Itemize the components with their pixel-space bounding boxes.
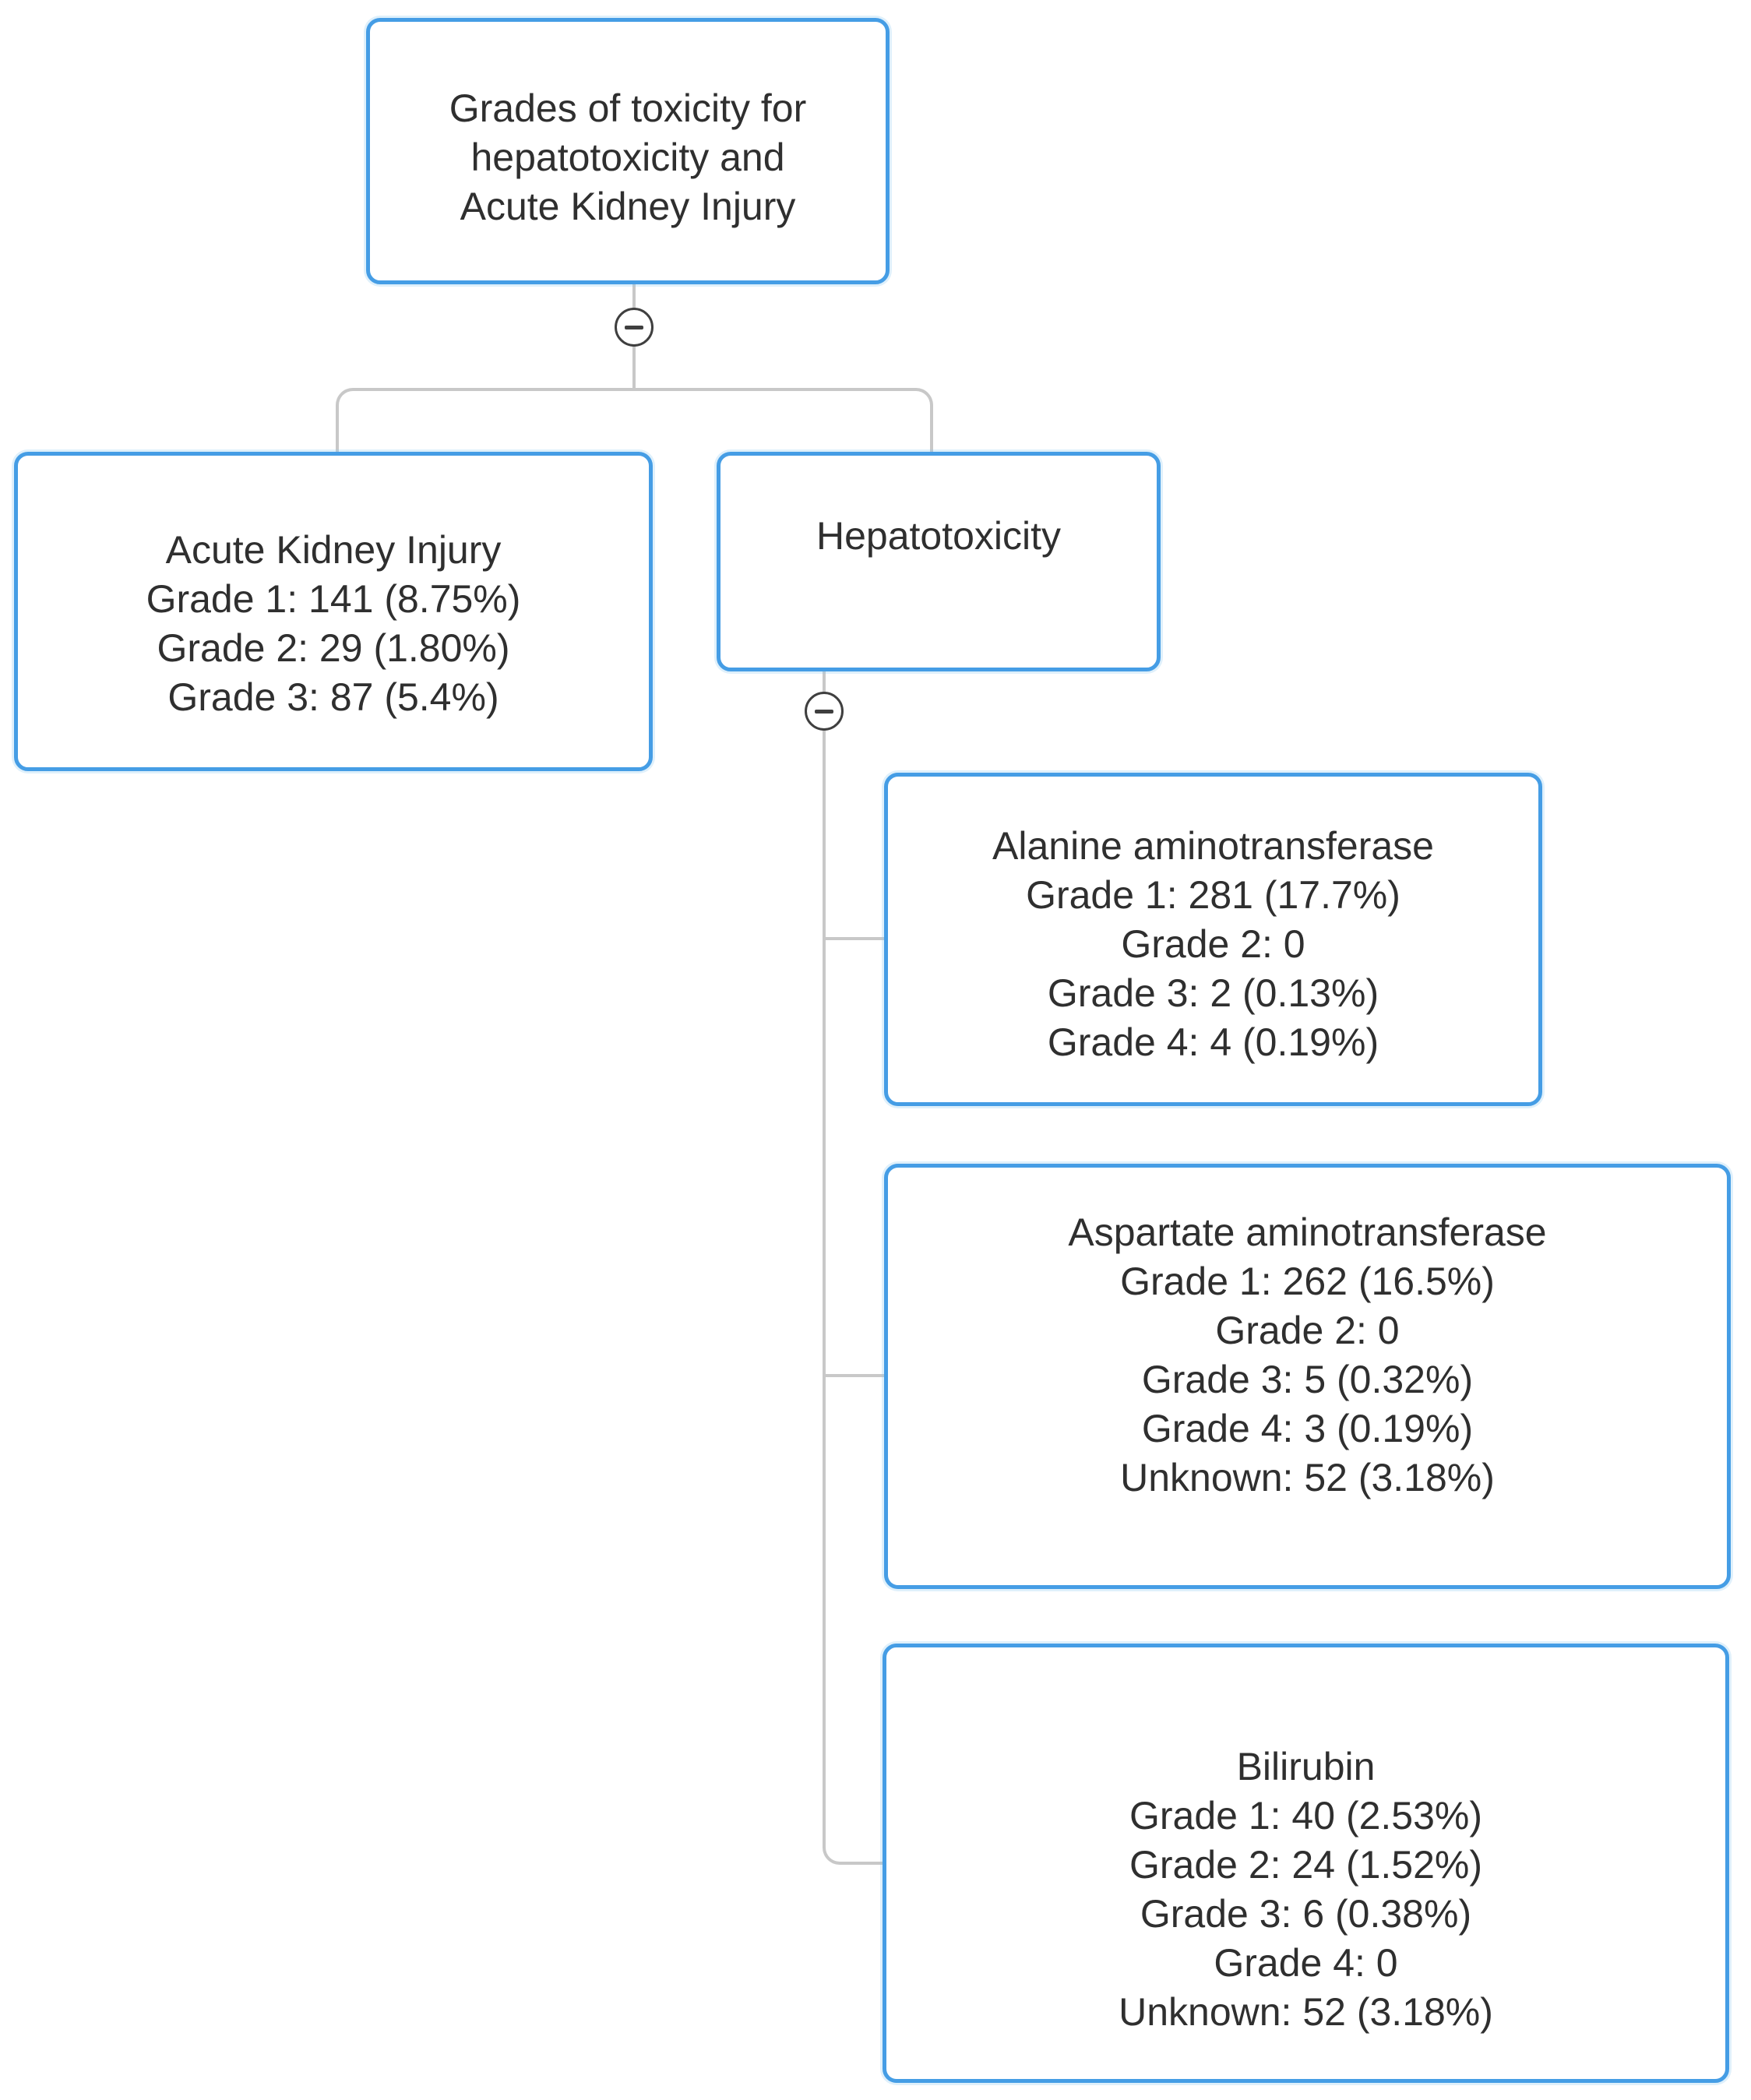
connector-root-stem-bottom: [632, 345, 636, 389]
connector-root-branch-split: [336, 388, 933, 453]
node-text-line: Grade 2: 0: [1215, 1309, 1400, 1352]
node-text-line: Grade 2: 0: [1121, 922, 1305, 966]
node-text-line: Acute Kidney Injury: [460, 185, 796, 228]
node-text-line: Unknown: 52 (3.18%): [1120, 1456, 1495, 1499]
node-bilirubin: Bilirubin Grade 1: 40 (2.53%) Grade 2: 2…: [883, 1644, 1729, 2083]
node-text-line: hepatotoxicity and: [470, 136, 785, 179]
node-text-line: Grade 3: 5 (0.32%): [1141, 1358, 1474, 1401]
connector-hepatotoxicity-stem-top: [823, 670, 826, 693]
collapse-button-hepatotoxicity[interactable]: [805, 692, 844, 731]
node-text-line: Grade 3: 87 (5.4%): [167, 675, 499, 719]
node-title: Alanine aminotransferase: [992, 824, 1434, 868]
node-title: Aspartate aminotransferase: [1068, 1210, 1547, 1254]
node-text-line: Grade 1: 40 (2.53%): [1129, 1794, 1483, 1838]
connector-stub-aspartate: [823, 1374, 884, 1377]
node-text-line: Grade 2: 24 (1.52%): [1129, 1843, 1483, 1887]
node-text-line: Grade 1: 141 (8.75%): [146, 577, 521, 621]
collapse-button-root[interactable]: [615, 308, 654, 347]
node-aspartate-aminotransferase: Aspartate aminotransferase Grade 1: 262 …: [884, 1164, 1731, 1589]
node-acute-kidney-injury: Acute Kidney Injury Grade 1: 141 (8.75%)…: [14, 452, 653, 771]
node-title: Bilirubin: [1236, 1745, 1376, 1788]
node-text-line: Grades of toxicity for: [449, 86, 807, 130]
node-title: Hepatotoxicity: [816, 514, 1062, 558]
node-text-line: Grade 3: 6 (0.38%): [1140, 1892, 1472, 1936]
node-text-line: Grade 2: 29 (1.80%): [157, 626, 510, 670]
node-text-line: Unknown: 52 (3.18%): [1119, 1990, 1493, 2034]
connector-hepatotoxicity-rail: [823, 729, 884, 1865]
minus-icon: [625, 325, 643, 329]
node-alanine-aminotransferase: Alanine aminotransferase Grade 1: 281 (1…: [884, 773, 1542, 1106]
connector-stub-alanine: [823, 937, 884, 940]
node-root-grades-of-toxicity: Grades of toxicity for hepatotoxicity an…: [366, 18, 890, 284]
node-text-line: Grade 4: 3 (0.19%): [1141, 1407, 1474, 1450]
node-text-line: Grade 4: 4 (0.19%): [1047, 1020, 1379, 1064]
node-text-line: Grade 1: 262 (16.5%): [1120, 1260, 1495, 1303]
node-hepatotoxicity: Hepatotoxicity: [717, 452, 1161, 671]
node-text-line: Grade 3: 2 (0.13%): [1047, 971, 1379, 1015]
node-text-line: Grade 4: 0: [1214, 1941, 1398, 1985]
connector-root-stem-top: [632, 284, 636, 309]
minus-icon: [815, 709, 833, 714]
node-title: Acute Kidney Injury: [165, 528, 502, 572]
node-text-line: Grade 1: 281 (17.7%): [1026, 873, 1400, 917]
